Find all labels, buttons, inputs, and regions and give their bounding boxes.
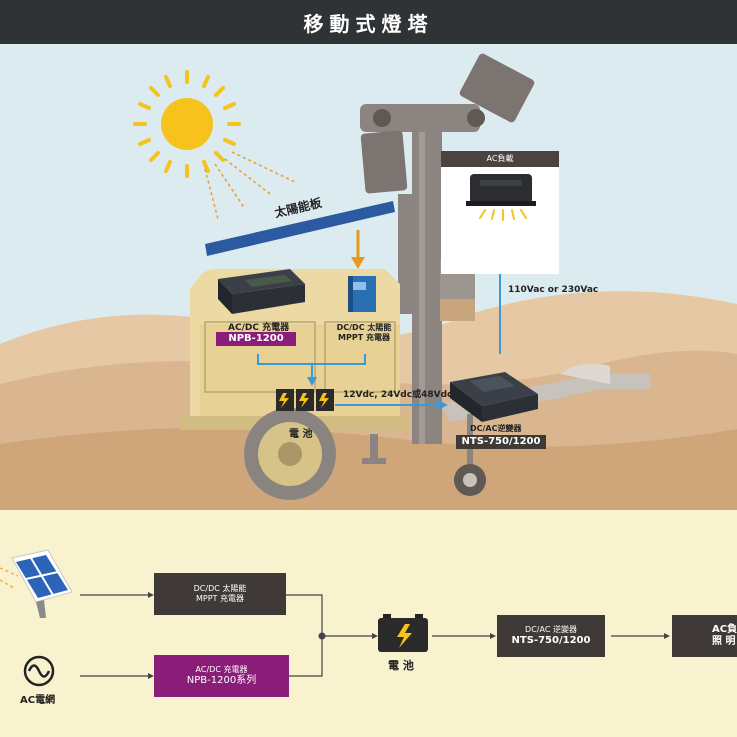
battery-label: 電 池 <box>289 429 313 440</box>
mppt-box-line2: MPPT 充電器 <box>196 594 244 603</box>
ac-load-box: AC負 照 明 <box>672 615 737 657</box>
mppt-box-line1: DC/DC 太陽能 <box>193 584 247 593</box>
inverter-model: NTS-750/1200 <box>461 435 541 447</box>
acdc-charger-label: AC/DC 充電器 <box>228 323 290 333</box>
inverter-label: DC/AC逆變器 <box>470 424 522 433</box>
orange-arrow-icon <box>351 257 365 269</box>
light-tower-scene: 太陽能板 AC/DC 充電器 NPB-1200 DC/DC 太陽能 MPPT 充… <box>0 44 737 510</box>
sun-icon <box>133 70 241 178</box>
battery-pack-icon <box>276 389 334 411</box>
mppt-charger-line2: MPPT 充電器 <box>338 333 390 342</box>
acdc-charger-model: NPB-1200 <box>228 332 284 344</box>
dc-voltage-label: 12Vdc, 24Vdc或48Vdc <box>343 390 453 400</box>
acdc-box-line2: NPB-1200系列 <box>186 674 257 686</box>
solar-panel-scene <box>205 201 395 256</box>
ac-voltage-label: 110Vac or 230Vac <box>508 285 599 295</box>
battery-icon <box>378 614 428 652</box>
flow-diagram: AC電網 DC/DC 太陽能 MPPT 充電器 AC/DC 充電器 NPB-12… <box>0 510 737 737</box>
flow-connectors <box>0 549 670 687</box>
inverter-box-line1: DC/AC 逆變器 <box>525 624 577 634</box>
inverter-model-badge: NTS-750/1200 <box>456 435 546 449</box>
npb-charger-device <box>218 269 305 314</box>
ac-load-card <box>441 151 559 274</box>
mppt-charger-device <box>348 276 376 312</box>
scene-illustration <box>0 44 737 510</box>
mppt-charger-box: DC/DC 太陽能 MPPT 充電器 <box>154 573 286 615</box>
mppt-charger-line1: DC/DC 太陽能 <box>336 323 392 332</box>
ac-grid-label: AC電網 <box>20 695 56 706</box>
ac-load-box-line1: AC負 <box>712 623 737 635</box>
solar-panel-icon <box>0 549 73 618</box>
acdc-box-line1: AC/DC 充電器 <box>195 664 248 674</box>
acdc-charger-model-badge: NPB-1200 <box>216 332 296 346</box>
inverter-box-line2: NTS-750/1200 <box>511 634 591 646</box>
ac-load-box-line2: 照 明 <box>712 636 736 647</box>
nts-inverter-device <box>450 372 538 422</box>
ac-load-label: AC負載 <box>486 154 514 163</box>
acdc-charger-box: AC/DC 充電器 NPB-1200系列 <box>154 655 289 697</box>
page-title: 移動式燈塔 <box>0 0 737 44</box>
flow-battery-label: 電 池 <box>388 659 414 672</box>
ac-load-device <box>466 174 536 206</box>
ac-grid-icon <box>23 655 55 687</box>
mppt-charger-badge: DC/DC 太陽能 MPPT 充電器 <box>331 320 397 346</box>
inverter-box: DC/AC 逆變器 NTS-750/1200 <box>497 615 605 657</box>
